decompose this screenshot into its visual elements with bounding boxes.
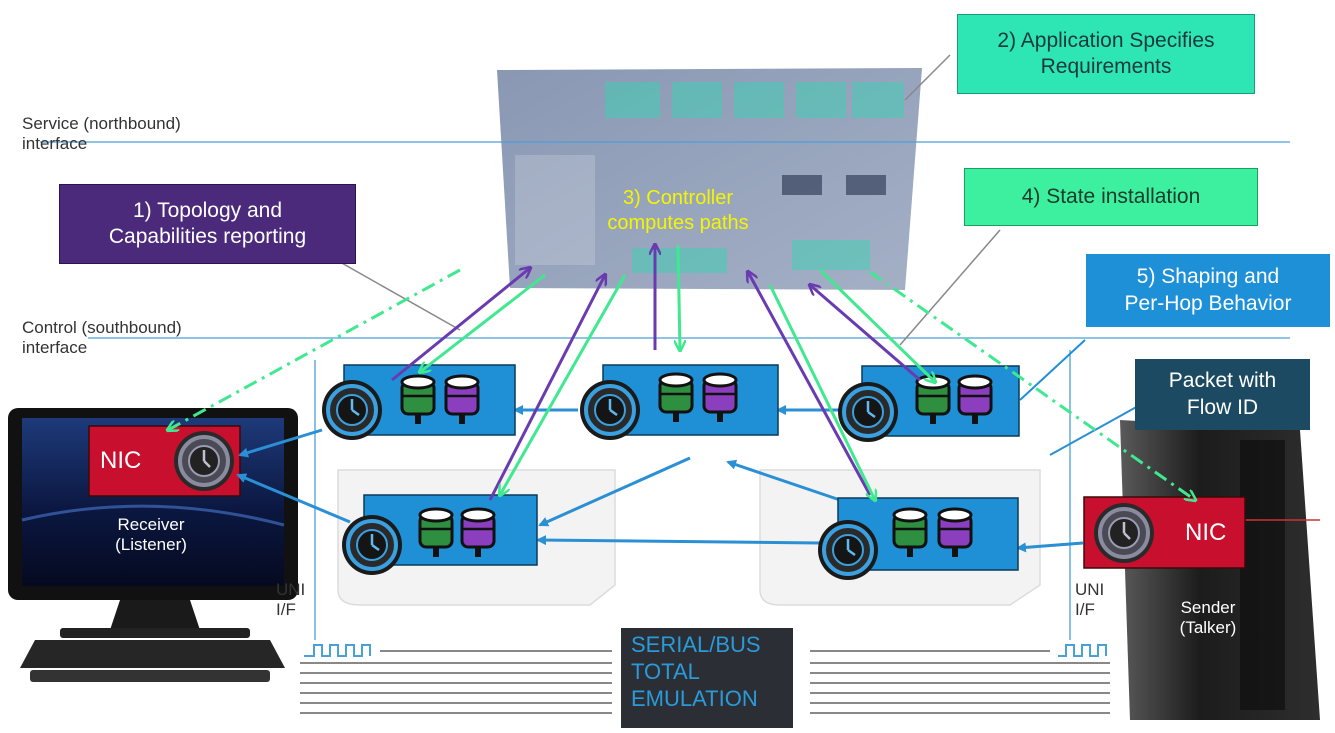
uni-left-line-1: UNI (276, 580, 306, 599)
receiver-label-line-1: Receiver (117, 515, 185, 534)
uni-right-label: UNI I/F (1075, 580, 1104, 621)
emulation-line-3: EMULATION (631, 685, 758, 711)
controller-callout-line-1: 3) Controller (622, 187, 734, 209)
state-callout-text: 4) State installation (1021, 184, 1201, 208)
controller-callout: 3) Controller computes paths (580, 176, 776, 246)
flow-arrows (236, 405, 1084, 553)
emulation-box: SERIAL/BUS TOTAL EMULATION (621, 628, 793, 728)
shaping-callout-line-2: Per-Hop Behavior (1124, 291, 1292, 315)
switch-top-right (836, 365, 1020, 444)
state-arrows (420, 244, 935, 500)
northbound-line-2: interface (22, 134, 88, 154)
sender-nic-label: NIC (1185, 519, 1227, 546)
switch-top-middle (578, 364, 779, 442)
shaping-callout: 5) Shaping and Per-Hop Behavior (1086, 254, 1330, 327)
switch-bottom-right (816, 497, 1019, 582)
topology-callout-line-2: Capabilities reporting (108, 225, 307, 248)
southbound-line-2: interface (22, 338, 88, 358)
receiver-label-line-2: (Listener) (115, 535, 187, 555)
sender-label-line-1: Sender (1180, 598, 1236, 617)
northbound-label: Service (northbound) interface (22, 114, 181, 155)
uni-right-line-2: I/F (1075, 600, 1095, 620)
topology-callout-line-1: 1) Topology and (132, 198, 283, 222)
uni-left-line-2: I/F (276, 600, 296, 620)
emulation-line-2: TOTAL (631, 658, 700, 684)
sender-label: Sender (Talker) (1158, 598, 1258, 639)
switch-bottom-left (340, 494, 538, 577)
receiver-label: Receiver (Listener) (96, 515, 206, 556)
uni-right-line-1: UNI (1075, 580, 1105, 599)
northbound-line-1: Service (northbound) (22, 114, 181, 133)
sender-label-line-2: (Talker) (1179, 618, 1237, 638)
application-callout-line-1: 2) Application Specifies (997, 28, 1215, 52)
uni-left-label: UNI I/F (276, 580, 305, 621)
receiver-nic-label: NIC (100, 447, 142, 474)
packet-callout-line-2: Flow ID (1186, 395, 1259, 419)
packet-callout: Packet with Flow ID (1135, 359, 1310, 430)
packet-callout-line-1: Packet with (1168, 369, 1277, 393)
controller-callout-line-2: computes paths (607, 212, 749, 234)
topology-arrows (391, 245, 921, 501)
receiver-monitor (8, 408, 298, 682)
southbound-line-1: Control (southbound) (22, 318, 182, 337)
serial-bus-lines (300, 644, 1110, 714)
switch-top-left (320, 364, 516, 442)
sender-tower (1120, 420, 1320, 720)
application-callout-line-2: Requirements (1040, 55, 1172, 78)
southbound-label: Control (southbound) interface (22, 318, 182, 359)
state-callout: 4) State installation (964, 168, 1258, 226)
topology-callout: 1) Topology and Capabilities reporting (59, 184, 356, 264)
shaping-callout-line-1: 5) Shaping and (1136, 265, 1280, 289)
emulation-line-1: SERIAL/BUS (631, 632, 761, 657)
application-callout: 2) Application Specifies Requirements (957, 14, 1255, 94)
controller-panel (497, 68, 922, 290)
dashdot-lines (168, 268, 1195, 500)
